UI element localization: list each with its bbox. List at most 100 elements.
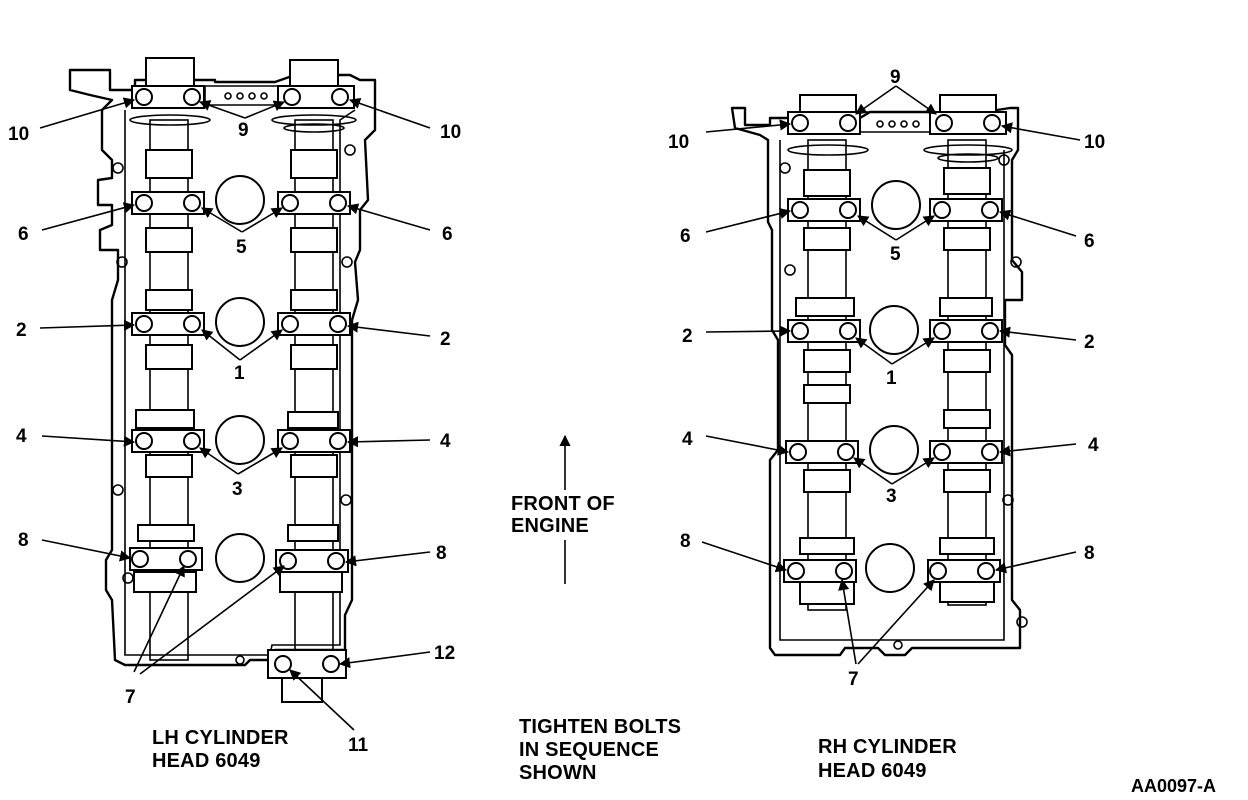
lh-plug-boss	[215, 415, 265, 465]
lh-callout-6-left: 6	[18, 224, 29, 245]
lh-cam-lobe	[290, 454, 338, 478]
rh-plug-boss	[869, 305, 919, 355]
lh-bolt	[281, 315, 299, 333]
lh-cam-lobe	[290, 289, 338, 311]
lh-left-cam-sprocket	[145, 57, 195, 91]
rh-bolt	[791, 114, 809, 132]
lh-bolt	[329, 432, 347, 450]
lh-cam-lobe	[137, 524, 195, 542]
lh-right-cam-flange	[283, 123, 345, 133]
lh-rim-hole	[112, 162, 124, 174]
lh-bolt	[274, 655, 292, 673]
lh-caption-line2: HEAD 6049	[152, 750, 261, 772]
lh-bolt	[283, 88, 301, 106]
rh-bolt	[791, 201, 809, 219]
rh-plate-hole	[912, 120, 920, 128]
rh-rim-hole	[893, 640, 903, 650]
rh-right-cam-flange	[937, 153, 999, 163]
rh-head-inner-outline	[779, 140, 1005, 641]
lh-head-inner-outline	[124, 109, 356, 656]
rh-bolts	[787, 114, 1001, 580]
lh-bolt	[135, 88, 153, 106]
rh-callout-2-left: 2	[682, 326, 693, 347]
rh-cam-lobe	[943, 349, 991, 373]
lh-bolt	[179, 550, 197, 568]
rh-bolt	[837, 443, 855, 461]
lh-cylinder-head: 10 9 10 6 5 6 2 1 2 4 3 4 8 8 7 12 11 LH…	[8, 57, 461, 772]
lh-cam-lobe	[287, 411, 339, 429]
rh-caption-line1: RH CYLINDER	[818, 736, 957, 758]
rh-cam-lobe	[799, 537, 855, 555]
lh-front-plate	[204, 85, 286, 106]
rh-cam-lobe	[803, 227, 851, 251]
rh-plug-boss	[869, 425, 919, 475]
lh-cam-lobe	[290, 149, 338, 179]
lh-cam-lobe	[145, 149, 193, 179]
front-of-engine-line1: FRONT OF	[511, 493, 615, 515]
lh-bolt	[279, 552, 297, 570]
lh-rim-hole	[235, 655, 245, 665]
rh-cam-lobe	[803, 349, 851, 373]
front-of-engine-indicator: FRONT OF ENGINE	[511, 434, 615, 584]
rh-callout-10-left: 10	[668, 132, 689, 153]
lh-callout-4-left: 4	[16, 426, 27, 447]
lh-callout-11: 11	[348, 735, 369, 756]
rh-right-cam-flange	[923, 144, 1013, 156]
lh-bolt	[135, 194, 153, 212]
lh-rim-hole	[341, 256, 353, 268]
rh-callout-6-right: 6	[1084, 231, 1095, 252]
rh-callout-4-right: 4	[1088, 435, 1099, 456]
rh-bolt	[839, 114, 857, 132]
lh-bolt	[329, 194, 347, 212]
lh-rim-hole	[340, 494, 352, 506]
tighten-instruction: TIGHTEN BOLTS IN SEQUENCE SHOWN	[519, 716, 681, 784]
instruction-line3: SHOWN	[519, 762, 597, 784]
lh-cam-lobe	[133, 571, 197, 593]
lh-callout-8-right: 8	[436, 543, 447, 564]
rh-rim-hole	[998, 154, 1010, 166]
rh-cam-lobe	[939, 579, 995, 603]
rh-bolt	[981, 443, 999, 461]
lh-bolt	[329, 315, 347, 333]
rh-bolt	[983, 114, 1001, 132]
rh-bolt	[933, 443, 951, 461]
rh-cam-lobe	[943, 469, 991, 493]
rh-bolt	[835, 562, 853, 580]
rh-callout-8-right: 8	[1084, 543, 1095, 564]
rh-cam-lobe	[803, 469, 851, 493]
rh-bolt	[933, 322, 951, 340]
lh-callout-2-left: 2	[16, 320, 27, 341]
rh-callout-8-left: 8	[680, 531, 691, 552]
rh-bolt	[981, 201, 999, 219]
lh-plug-boss	[215, 175, 265, 225]
lh-cam-lobe	[279, 571, 343, 593]
rh-callout-7: 7	[848, 669, 859, 690]
rh-leader-lines	[701, 85, 1081, 665]
rh-left-cam-flange	[787, 144, 869, 156]
lh-caption-line1: LH CYLINDER	[152, 727, 289, 749]
rh-callout-9: 9	[890, 67, 901, 88]
rh-bolt	[787, 562, 805, 580]
rh-caption-line2: HEAD 6049	[818, 760, 927, 782]
lh-bolt	[183, 432, 201, 450]
lh-callout-10-right: 10	[440, 122, 461, 143]
lh-callout-8-left: 8	[18, 530, 29, 551]
rh-left-camshaft	[807, 139, 847, 611]
rh-bolt	[839, 201, 857, 219]
lh-cam-lobe	[290, 344, 338, 370]
rh-bolt	[839, 322, 857, 340]
lh-bolt	[183, 194, 201, 212]
rh-plate-hole	[888, 120, 896, 128]
lh-bolt	[331, 88, 349, 106]
lh-plate-hole	[224, 92, 232, 100]
lh-bolt	[281, 432, 299, 450]
rh-plate-hole	[900, 120, 908, 128]
lh-cam-lobe	[145, 227, 193, 253]
rh-rim-hole	[1002, 494, 1014, 506]
lh-left-cam-flange	[129, 114, 211, 126]
rh-cam-lobe	[803, 384, 851, 404]
lh-plate-hole	[248, 92, 256, 100]
rh-callout-2-right: 2	[1084, 332, 1095, 353]
figure-code: AA0097-A	[1131, 776, 1216, 796]
